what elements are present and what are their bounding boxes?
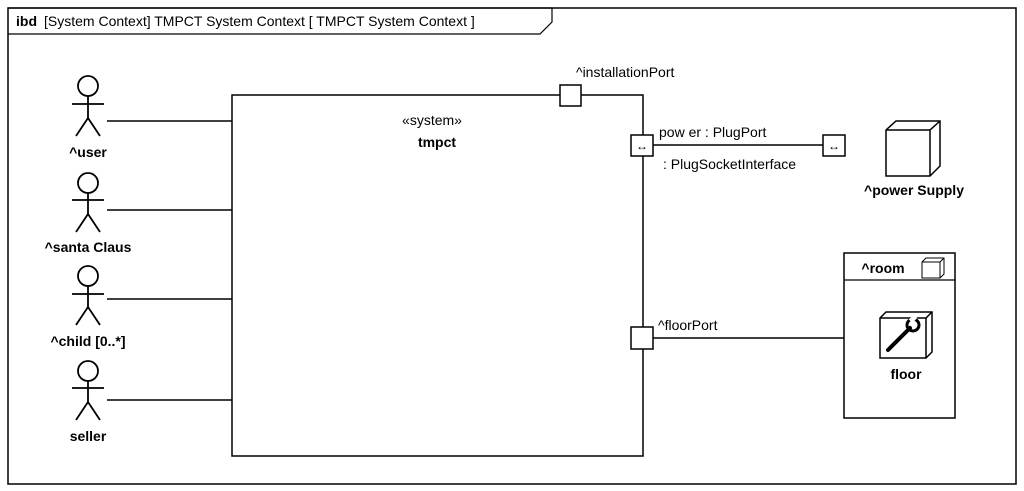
power-supply-port-arrow-icon: ↔ <box>828 139 840 153</box>
power-interface-label: : PlugSocketInterface <box>663 156 796 172</box>
floor-part-label: floor <box>890 366 922 382</box>
power-supply-port[interactable]: ↔ <box>822 134 846 157</box>
actor-child[interactable]: ^child [0..*] <box>50 265 126 349</box>
system-block[interactable]: «system» tmpct <box>231 94 644 457</box>
power-port-arrow-icon: ↔ <box>636 139 648 153</box>
system-name: tmpct <box>418 134 456 150</box>
actor-child-label: ^child [0..*] <box>50 333 125 349</box>
actor-user-label: ^user <box>69 144 107 160</box>
floor-port-label: ^floorPort <box>658 317 718 333</box>
actor-seller[interactable]: seller <box>70 360 107 444</box>
installation-port[interactable]: ^installationPort <box>559 64 675 107</box>
actor-seller-label: seller <box>70 428 107 444</box>
actor-user[interactable]: ^user <box>69 75 107 160</box>
actor-santa-claus[interactable]: ^santa Claus <box>45 172 132 255</box>
frame-title-tab <box>8 7 553 35</box>
installation-port-label: ^installationPort <box>576 64 675 80</box>
power-port[interactable]: ↔ <box>630 134 654 157</box>
floor-part[interactable]: floor <box>879 311 933 382</box>
node-cube-icon <box>885 120 941 177</box>
system-stereotype: «system» <box>402 112 462 128</box>
power-port-label: pow er : PlugPort <box>659 124 766 140</box>
power-supply-node[interactable]: ^power Supply <box>864 120 964 198</box>
actor-santa-claus-label: ^santa Claus <box>45 239 132 255</box>
room-label: ^room <box>861 260 904 276</box>
floor-port[interactable]: ^floorPort <box>630 317 718 350</box>
room-node-icon <box>921 257 945 279</box>
power-supply-label: ^power Supply <box>864 182 964 198</box>
frame-title: [System Context] TMPCT System Context [ … <box>44 13 475 29</box>
wrench-icon <box>886 314 921 352</box>
frame-kind: ibd <box>16 13 37 29</box>
